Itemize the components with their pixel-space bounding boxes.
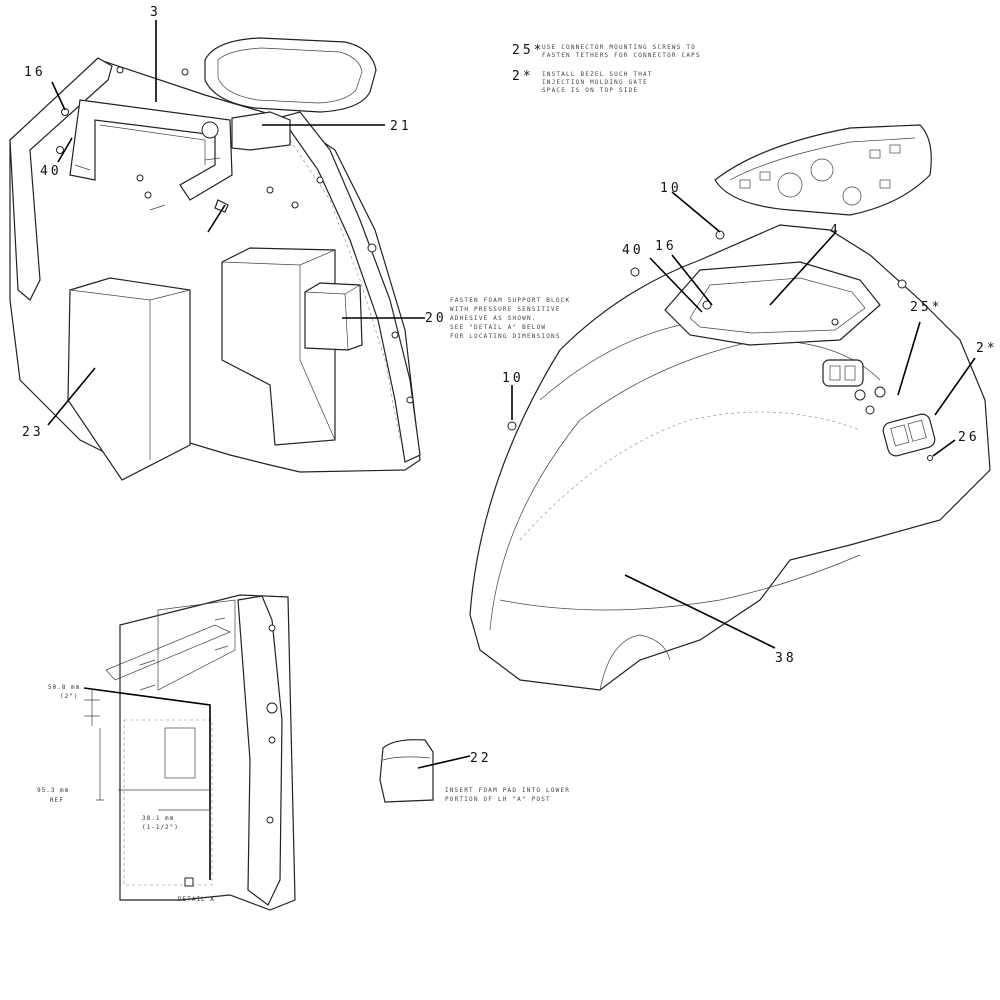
- switch-bezel: [822, 359, 864, 387]
- dim-top-sub: (2"): [60, 693, 78, 700]
- right-fender-assembly: [469, 124, 991, 691]
- callout-21: 21: [390, 119, 412, 134]
- callout-40-left: 40: [40, 164, 62, 179]
- note-20-line-2: WITH PRESSURE SENSITIVE: [450, 306, 561, 313]
- instrument-cluster: [714, 124, 932, 216]
- dim-left-value: 95.3 mm: [37, 787, 69, 794]
- note-20-line-3: ADHESIVE AS SHOWN.: [450, 315, 537, 322]
- bracket-3: [69, 99, 233, 201]
- general-notes: 25* USE CONNECTOR MOUNTING SCREWS TO FAS…: [512, 43, 701, 94]
- callout-10-mid: 10: [502, 371, 524, 386]
- right-leaders: [511, 191, 976, 649]
- callout-16-left: 16: [24, 65, 46, 80]
- left-cab-trim-assembly: [9, 37, 421, 481]
- push-clip: [214, 199, 229, 213]
- fender-38: [469, 224, 991, 691]
- callout-23: 23: [22, 425, 44, 440]
- dim-inner-value: 38.1 mm: [142, 815, 174, 822]
- callout-2-star: 2*: [976, 341, 998, 356]
- callout-16-right: 16: [655, 239, 677, 254]
- note-20-line-1: FASTEN FOAM SUPPORT BLOCK: [450, 297, 570, 304]
- note-20-line-5: FOR LOCATING DIMENSIONS: [450, 333, 561, 340]
- left-strip: [9, 57, 113, 301]
- note-25-line-1: USE CONNECTOR MOUNTING SCREWS TO: [542, 44, 696, 51]
- callout-40-right: 40: [622, 243, 644, 258]
- note-25-marker: 25*: [512, 43, 544, 58]
- callout-4: 4: [830, 223, 841, 238]
- callout-22: 22: [470, 751, 492, 766]
- callout-38: 38: [775, 651, 797, 666]
- note-2-line-1: INSTALL BEZEL SUCH THAT: [542, 71, 653, 78]
- note-20-block: FASTEN FOAM SUPPORT BLOCK WITH PRESSURE …: [450, 297, 570, 340]
- note-2-marker: 2*: [512, 69, 534, 84]
- note-20-line-4: SEE "DETAIL A" BELOW: [450, 324, 546, 331]
- detail-dimensions: 50.8 mm (2") 95.3 mm REF 38.1 mm (1-1/2"…: [37, 684, 215, 903]
- note-22-block: INSERT FOAM PAD INTO LOWER PORTION OF LH…: [445, 787, 570, 803]
- detail-rail: [237, 595, 283, 906]
- bracket-21: [231, 111, 291, 151]
- callout-26: 26: [958, 430, 980, 445]
- detail-label: DETAIL A: [178, 896, 215, 903]
- note-2-line-2: INJECTION MOLDING GATE: [542, 79, 648, 86]
- foam-block-20: [304, 282, 363, 351]
- callout-20: 20: [425, 311, 447, 326]
- dim-inner-sub: (1-1/2"): [142, 824, 179, 831]
- trim-rail: [268, 111, 421, 463]
- left-leaders: [47, 20, 425, 426]
- top-cap: [204, 37, 377, 113]
- callout-10-top: 10: [660, 181, 682, 196]
- note-22-line-1: INSERT FOAM PAD INTO LOWER: [445, 787, 570, 794]
- note-25-line-2: FASTEN TETHERS FOR CONNECTOR CAPS: [542, 52, 701, 59]
- console-panel-4: [664, 261, 881, 346]
- detail-a: [83, 594, 296, 911]
- note-22-line-2: PORTION OF LH "A" POST: [445, 796, 551, 803]
- dim-left-sub: REF: [50, 797, 64, 804]
- foam-pad-22: [379, 739, 471, 803]
- note-2-line-3: SPACE IS ON TOP SIDE: [542, 87, 638, 94]
- callout-labels: 3 16 40 21 20 23 10 4 40 16 25* 2* 10 26…: [22, 5, 998, 766]
- dim-top-value: 50.8 mm: [48, 684, 80, 691]
- callout-25-star: 25*: [910, 300, 942, 315]
- callout-3: 3: [150, 5, 161, 20]
